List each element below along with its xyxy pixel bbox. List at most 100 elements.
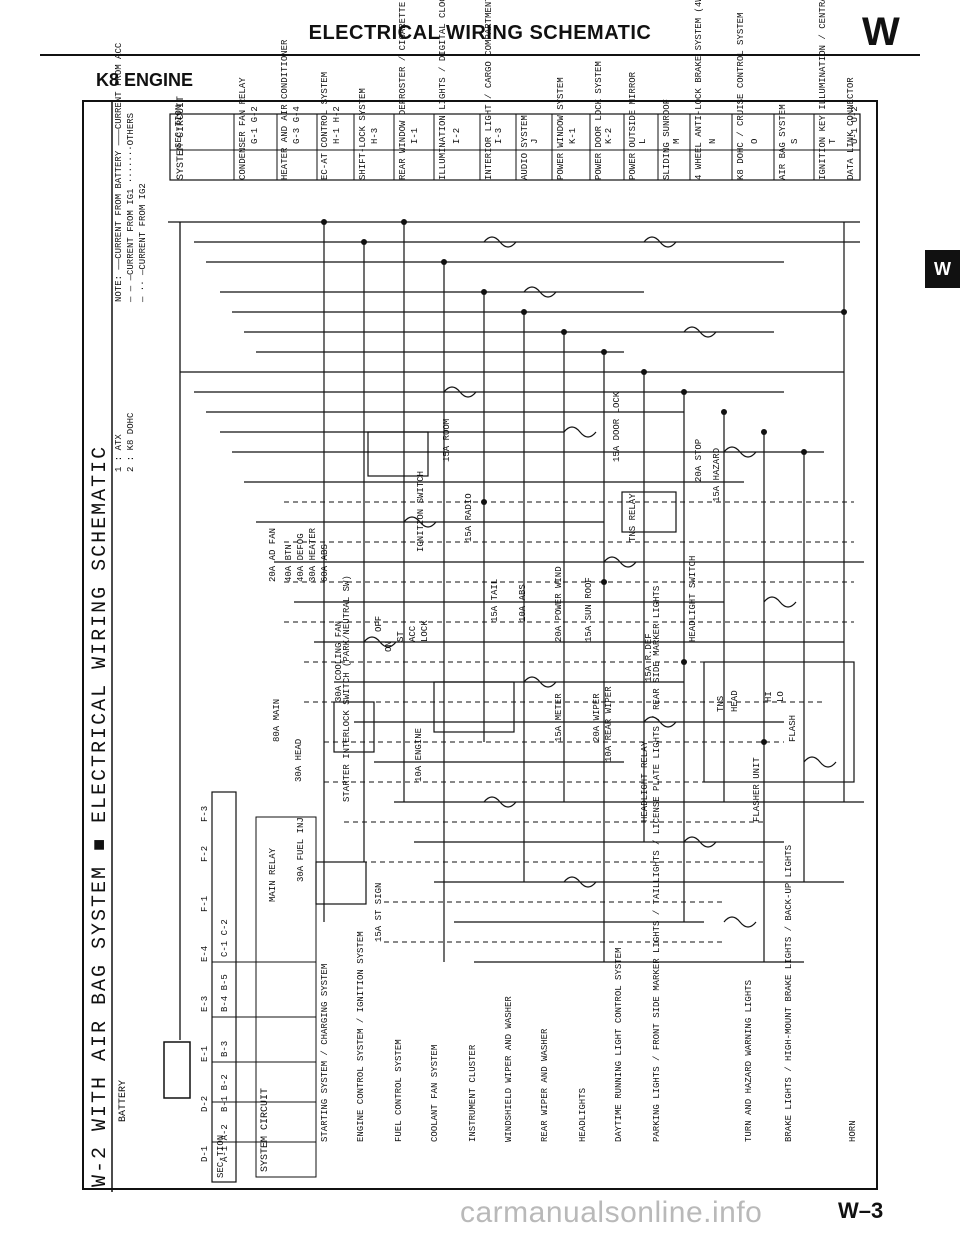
switch-pos-tns: TNS bbox=[716, 695, 726, 712]
left-system-6: WINDSHIELD WIPER AND WASHER bbox=[504, 996, 514, 1142]
battery-label: BATTERY bbox=[118, 1079, 129, 1122]
left-header-circuit: SYSTEM CIRCUIT bbox=[260, 1087, 271, 1172]
wiring-schematic: W-2 WITH AIR BAG SYSTEM ■ ELECTRICAL WIR… bbox=[82, 0, 878, 1192]
component-label-5: HEADLIGHT SWITCH bbox=[688, 555, 698, 642]
right-sec-3: H-1 H-2 bbox=[332, 106, 342, 144]
left-system-1: STARTING SYSTEM / CHARGING SYSTEM bbox=[320, 963, 330, 1142]
switch-pos-hi: HI bbox=[764, 691, 774, 702]
switch-pos-off: OFF bbox=[374, 615, 384, 632]
right-sec-10: K-2 bbox=[604, 127, 614, 144]
right-system-3: EC-AT CONTROL SYSTEM bbox=[320, 71, 330, 180]
page-number: W–3 bbox=[838, 1198, 884, 1223]
left-sec-7: D-2 bbox=[200, 1095, 210, 1112]
fuse-label-7: 30A HEATER bbox=[308, 527, 318, 582]
fuse-label-10: 15A ROOM bbox=[442, 418, 452, 462]
left-sec-13: F-3 bbox=[200, 805, 210, 822]
right-system-16: IGNITION KEY ILLUMINATION / CENTRAL PROC… bbox=[818, 0, 828, 180]
left-sec-10: E-4 bbox=[200, 945, 210, 962]
fuse-label-11: 15A METER bbox=[554, 693, 564, 742]
header-rule bbox=[40, 54, 920, 56]
legend-note-1: NOTE: ——CURRENT FROM BATTERY ———CURRENT … bbox=[114, 42, 124, 302]
fuse-label-24: 15A R.DEF bbox=[644, 633, 654, 682]
component-label-7: FLASHER UNIT bbox=[752, 757, 762, 822]
section-tab[interactable]: W bbox=[925, 250, 960, 288]
variant-note-1: 1 : ATX bbox=[114, 434, 124, 472]
switch-pos-lock: LOCK bbox=[420, 620, 430, 642]
left-sec-4: B-4 B-5 bbox=[220, 974, 230, 1012]
right-system-9: POWER WINDOW SYSTEM bbox=[556, 77, 566, 180]
right-sec-11: L bbox=[638, 138, 648, 144]
switch-pos-head: HEAD bbox=[730, 690, 740, 712]
fuse-label-3: 80A MAIN bbox=[272, 698, 282, 742]
component-label-3: STARTER INTERLOCK SWITCH (PARK/NEUTRAL S… bbox=[342, 575, 352, 802]
right-system-12: SLIDING SUNROOF bbox=[662, 98, 672, 180]
engine-label: K8 ENGINE bbox=[96, 70, 194, 90]
right-system-14: K8 DOHC / CRUISE CONTROL SYSTEM bbox=[736, 12, 746, 180]
fuse-label-14: 10A ENGINE bbox=[414, 727, 424, 782]
left-system-12: BRAKE LIGHTS / HIGH-MOUNT BRAKE LIGHTS /… bbox=[784, 844, 794, 1142]
fuse-label-19: 15A SUN ROOF bbox=[584, 577, 594, 642]
right-sec-14: O bbox=[750, 138, 760, 144]
right-system-10: POWER DOOR LOCK SYSTEM bbox=[594, 61, 604, 180]
left-sec-12: F-2 bbox=[200, 845, 210, 862]
switch-pos-flash: FLASH bbox=[788, 714, 798, 742]
fuse-label-12: 20A WIPER bbox=[592, 693, 602, 742]
right-sec-17: U-1 U-2 bbox=[850, 106, 860, 144]
right-system-7: INTERIOR LIGHT / CARGO COMPARTMENT LIGHT bbox=[484, 0, 494, 180]
component-label-1: MAIN RELAY bbox=[268, 847, 278, 902]
component-label-6: TNS RELAY bbox=[628, 493, 638, 542]
right-sec-12: M bbox=[672, 138, 682, 144]
right-sec-9: K-1 bbox=[568, 127, 578, 144]
fuse-label-15: 15A ST SIGN bbox=[374, 882, 384, 942]
schematic-wiring-svg bbox=[111, 102, 864, 1192]
left-sec-2: B-1 B-2 bbox=[220, 1074, 230, 1112]
battery-symbol bbox=[163, 1041, 191, 1099]
left-system-5: INSTRUMENT CLUSTER bbox=[468, 1044, 478, 1142]
switch-pos-lo: LO bbox=[776, 691, 786, 702]
right-sec-4: H-3 bbox=[370, 127, 380, 144]
right-sec-16: T bbox=[828, 138, 838, 144]
left-sec-6: D-1 bbox=[200, 1145, 210, 1162]
page-title: ELECTRICAL WIRING SCHEMATIC bbox=[308, 22, 652, 44]
right-sec-5: I-1 bbox=[410, 127, 420, 144]
component-label-4: HEADLIGHT RELAY bbox=[640, 740, 650, 822]
fuse-label-23: 15A RADIO bbox=[464, 493, 474, 542]
right-sec-8: J bbox=[530, 138, 540, 144]
fuse-label-6: 40A DEFOG bbox=[296, 533, 306, 582]
fuse-label-21: 20A STOP bbox=[694, 438, 704, 482]
schematic-band-title: W-2 WITH AIR BAG SYSTEM ■ ELECTRICAL WIR… bbox=[89, 444, 112, 1187]
right-sec-6: I-2 bbox=[452, 127, 462, 144]
switch-pos-st: ST bbox=[396, 631, 406, 642]
right-system-4: SHIFT-LOCK SYSTEM bbox=[358, 88, 368, 180]
left-system-11: TURN AND HAZARD WARNING LIGHTS bbox=[744, 979, 754, 1142]
right-system-11: POWER OUTSIDE MIRROR bbox=[628, 71, 638, 180]
right-sec-1: G-1 G-2 bbox=[250, 106, 260, 144]
variant-note-2: 2 : K8 DOHC bbox=[126, 412, 136, 472]
fuse-label-1: 30A FUEL INJ bbox=[296, 817, 306, 882]
right-system-5: REAR WINDOW DEFROSTER / CIGARETTE LIGHTE… bbox=[398, 0, 408, 180]
left-system-7: REAR WIPER AND WASHER bbox=[540, 1028, 550, 1142]
left-system-13: HORN bbox=[848, 1120, 858, 1142]
fuse-label-16: 15A TAIL bbox=[490, 578, 500, 622]
right-system-13: 4 WHEEL ANTI-LOCK BRAKE SYSTEM (4WABS) bbox=[694, 0, 704, 180]
right-sec-7: I-3 bbox=[494, 127, 504, 144]
fuse-label-8: 60A ABS bbox=[320, 544, 330, 582]
right-header-section: SEC-TION bbox=[174, 104, 184, 148]
fuse-label-5: 40A BTN bbox=[284, 544, 294, 582]
right-system-8: AUDIO SYSTEM bbox=[520, 115, 530, 180]
switch-pos-on: ON bbox=[384, 641, 394, 652]
footer-watermark: carmanualsonline.info bbox=[460, 1196, 763, 1229]
fuse-label-4: 20A AD FAN bbox=[268, 527, 278, 582]
left-sec-3: B-3 bbox=[220, 1040, 230, 1057]
left-sec-9: E-3 bbox=[200, 995, 210, 1012]
right-sec-13: N bbox=[708, 138, 718, 144]
fuse-label-17: 10A ABS bbox=[518, 584, 528, 622]
left-sec-1: A-1 A-2 bbox=[220, 1124, 230, 1162]
right-sec-2: G-3 G-4 bbox=[292, 106, 302, 144]
left-sec-11: F-1 bbox=[200, 895, 210, 912]
left-system-4: COOLANT FAN SYSTEM bbox=[430, 1044, 440, 1142]
left-sec-5: C-1 C-2 bbox=[220, 919, 230, 957]
right-system-1: CONDENSER FAN RELAY bbox=[238, 77, 248, 180]
left-sec-8: E-1 bbox=[200, 1045, 210, 1062]
left-system-3: FUEL CONTROL SYSTEM bbox=[394, 1039, 404, 1142]
